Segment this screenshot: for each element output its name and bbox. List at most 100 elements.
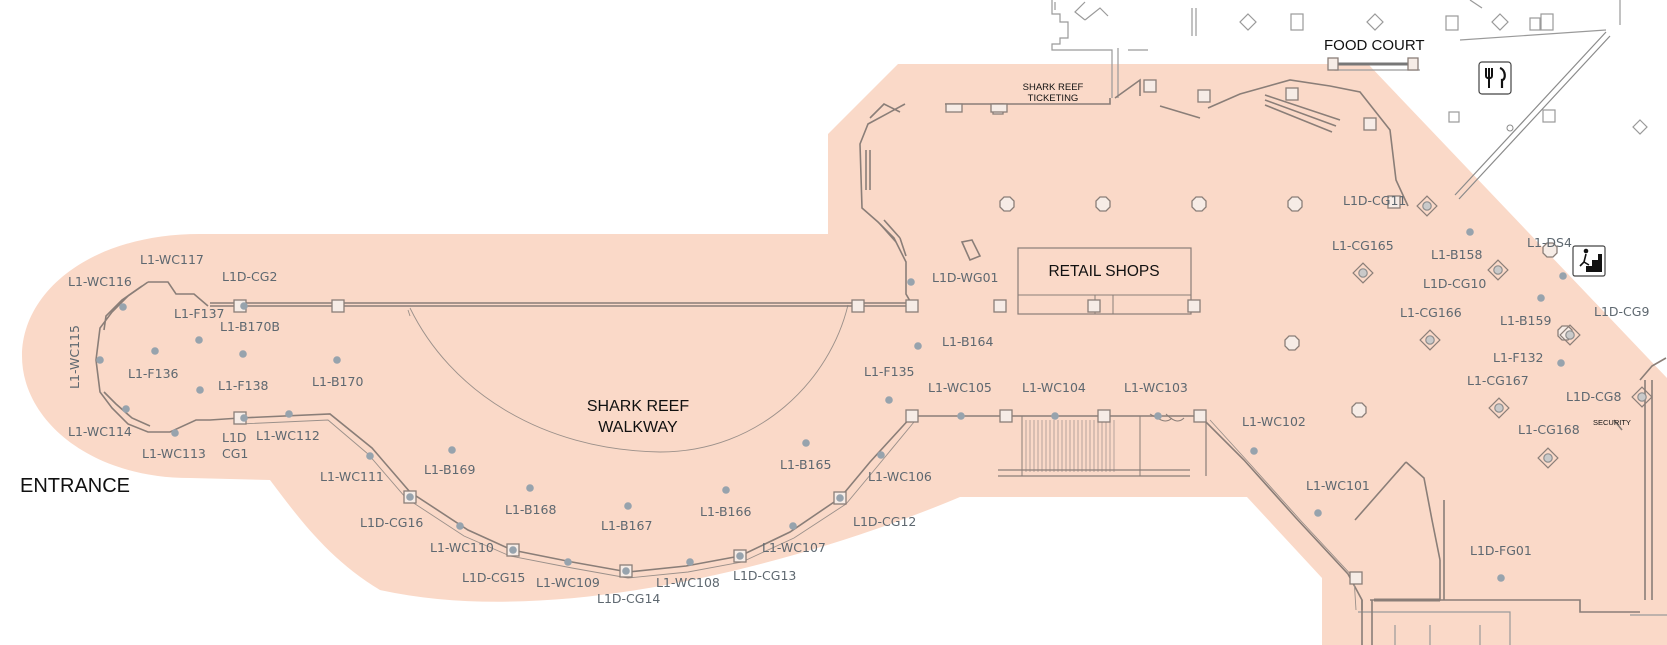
point-marker-l1-wc102[interactable] [1250, 447, 1258, 455]
wall-pillar [1097, 409, 1111, 423]
point-marker-l1-wc103[interactable] [1154, 412, 1162, 420]
point-marker-l1d-cg8[interactable] [1637, 392, 1647, 402]
point-label-l1-f138: L1-F138 [218, 378, 269, 393]
point-label-l1-wc101: L1-WC101 [1306, 478, 1370, 493]
point-marker-l1-f135[interactable] [885, 396, 893, 404]
interior-column [1095, 196, 1111, 212]
point-marker-l1-wc114[interactable] [122, 405, 130, 413]
point-marker-l1d[interactable] [240, 414, 248, 422]
point-label-l1-wc102: L1-WC102 [1242, 414, 1306, 429]
point-marker-l1d-cg10[interactable] [1493, 265, 1503, 275]
point-label-l1-wc105: L1-WC105 [928, 380, 992, 395]
point-marker-l1-f132[interactable] [1557, 359, 1565, 367]
point-label-l1d-cg2: L1D-CG2 [222, 269, 277, 284]
point-label-l1d-cg10: L1D-CG10 [1423, 276, 1486, 291]
point-marker-l1-wc110[interactable] [456, 522, 464, 530]
point-marker-l1-b159[interactable] [1537, 294, 1545, 302]
point-marker-l1-b170[interactable] [333, 356, 341, 364]
point-marker-l1-wc107[interactable] [789, 522, 797, 530]
ring-frame-l1d-cg10 [1487, 259, 1509, 281]
point-marker-l1-wc109[interactable] [564, 558, 572, 566]
point-markers [96, 201, 1647, 582]
point-marker-l1-cg167[interactable] [1494, 403, 1504, 413]
point-marker-l1-f138[interactable] [196, 386, 204, 394]
point-marker-l1d-cg16[interactable] [406, 493, 414, 501]
interior-column [1542, 242, 1558, 258]
entrance-enclosure [95, 281, 241, 433]
point-marker-l1-wc104[interactable] [1051, 412, 1059, 420]
point-marker-l1-wc111[interactable] [366, 452, 374, 460]
point-marker-l1-wc101[interactable] [1314, 509, 1322, 517]
point-marker-l1d-cg15[interactable] [509, 546, 517, 554]
point-marker-l1-wc106[interactable] [877, 451, 885, 459]
point-marker-l1d-cg14[interactable] [622, 567, 630, 575]
point-marker-l1d-cg13[interactable] [736, 552, 744, 560]
point-marker-l1-b158[interactable] [1466, 228, 1474, 236]
stairs-icon[interactable] [1572, 245, 1606, 277]
point-marker-l1d-cg9[interactable] [1565, 330, 1575, 340]
point-label-l1-wc112: L1-WC112 [256, 428, 320, 443]
retail-shops-block [1017, 247, 1192, 315]
point-label-l1-ds4: L1-DS4 [1527, 235, 1572, 250]
interior-column [1287, 196, 1303, 212]
point-label-l1-b167: L1-B167 [601, 518, 652, 533]
point-marker-l1d-wg01[interactable] [907, 278, 915, 286]
point-label-l1-cg168: L1-CG168 [1518, 422, 1580, 437]
point-label-l1-wc109: L1-WC109 [536, 575, 600, 590]
point-label-cg1: CG1 [222, 446, 248, 461]
wall-pillar [1349, 571, 1363, 585]
point-marker-l1-wc116[interactable] [119, 303, 127, 311]
point-marker-l1-f137[interactable] [195, 336, 203, 344]
point-marker-l1-f136[interactable] [151, 347, 159, 355]
point-marker-l1d-cg2[interactable] [240, 302, 248, 310]
wall-pillar [1187, 299, 1201, 313]
point-marker-l1-wc105[interactable] [957, 412, 965, 420]
point-marker-l1d-fg01[interactable] [1497, 574, 1505, 582]
wall-pillars [233, 79, 1401, 585]
point-label-l1-b165: L1-B165 [780, 457, 831, 472]
lower-right-corridor [1354, 357, 1667, 645]
walkway-label-line2: WALKWAY [598, 419, 678, 436]
point-label-l1-b169: L1-B169 [424, 462, 475, 477]
ramp-section [998, 413, 1207, 477]
point-label-l1-wc103: L1-WC103 [1124, 380, 1188, 395]
fork-knife-icon[interactable] [1478, 61, 1512, 95]
point-marker-l1-wc112[interactable] [285, 410, 293, 418]
point-marker-l1-b168[interactable] [526, 484, 534, 492]
point-marker-l1d-cg12[interactable] [836, 494, 844, 502]
point-label-l1d-fg01: L1D-FG01 [1470, 543, 1532, 558]
point-marker-l1-wc108[interactable] [686, 558, 694, 566]
point-marker-l1d-cg11[interactable] [1422, 201, 1432, 211]
point-label-l1-wc114: L1-WC114 [68, 424, 132, 439]
food-court-label: FOOD COURT [1324, 37, 1425, 54]
ring-frame-l1-cg167 [1488, 397, 1510, 419]
point-marker-l1-wc113[interactable] [171, 429, 179, 437]
point-label-l1-b159: L1-B159 [1500, 313, 1551, 328]
point-label-l1d-cg14: L1D-CG14 [597, 591, 660, 606]
wall-pillar [1193, 409, 1207, 423]
upper-building-walls [859, 103, 1008, 309]
point-marker-l1-b164[interactable] [914, 342, 922, 350]
point-marker-l1-cg166[interactable] [1425, 335, 1435, 345]
point-marker-l1-ds4[interactable] [1559, 272, 1567, 280]
point-marker-l1-b167[interactable] [624, 502, 632, 510]
point-marker-l1-cg168[interactable] [1543, 453, 1553, 463]
food-court-columns [1239, 13, 1648, 135]
point-marker-l1-b170b[interactable] [239, 350, 247, 358]
point-marker-l1-cg165[interactable] [1358, 268, 1368, 278]
point-label-l1-f137: L1-F137 [174, 306, 224, 321]
point-marker-l1-b169[interactable] [448, 446, 456, 454]
walkway-label-line1: SHARK REEF [587, 398, 689, 415]
point-label-l1-wc110: L1-WC110 [430, 540, 494, 555]
point-label-l1-wc106: L1-WC106 [868, 469, 932, 484]
point-marker-l1-b165[interactable] [802, 439, 810, 447]
aquarium-glass-wall [239, 413, 1363, 611]
point-label-l1-cg167: L1-CG167 [1467, 373, 1529, 388]
point-label-l1-wc113: L1-WC113 [142, 446, 206, 461]
ring-frame-l1-cg166 [1419, 329, 1441, 351]
wall-pillar [993, 299, 1007, 313]
point-marker-l1-wc115[interactable] [96, 356, 104, 364]
point-marker-l1-b166[interactable] [722, 486, 730, 494]
